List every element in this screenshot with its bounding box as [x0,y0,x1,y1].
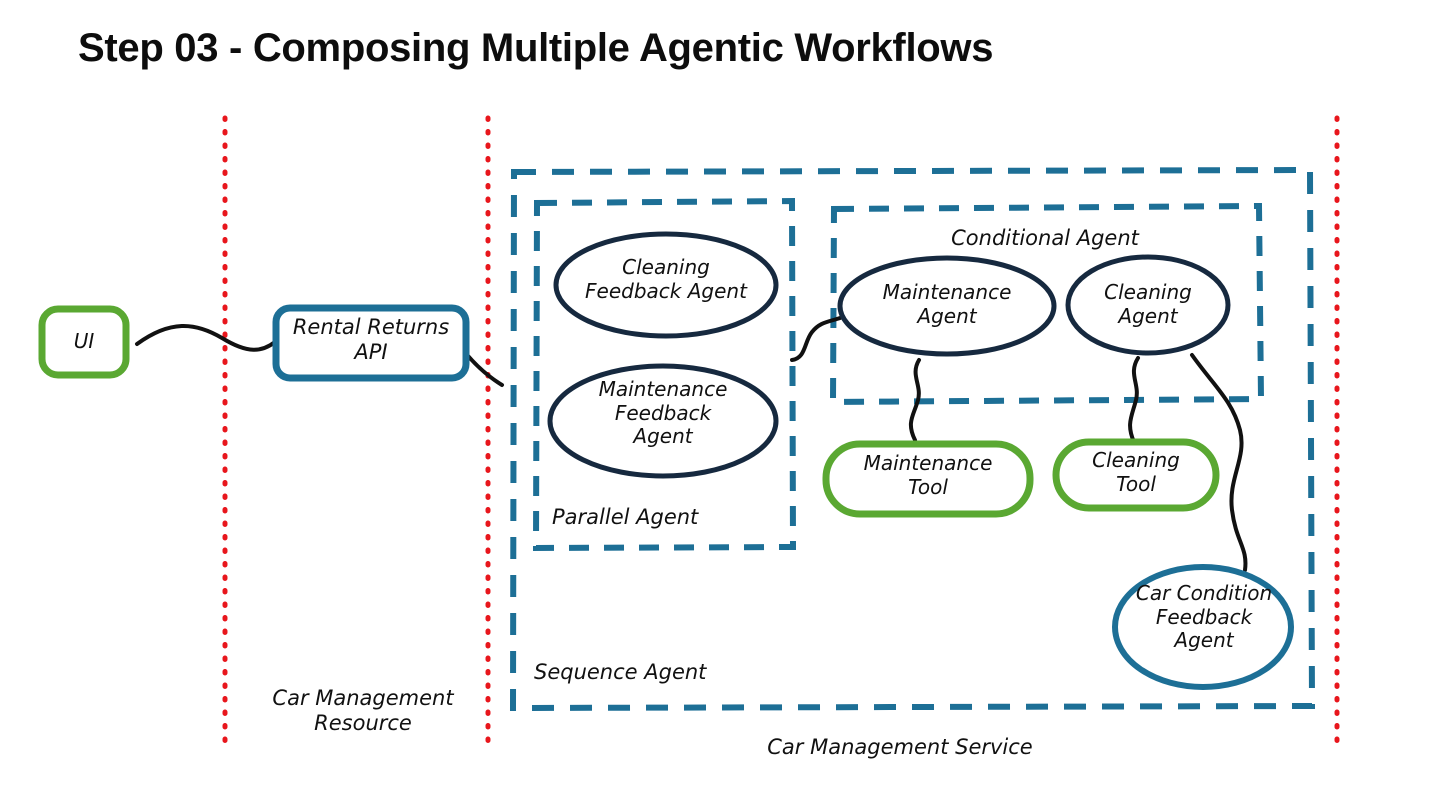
maintenance-feedback-agent-shape [547,363,779,479]
conditional-agent-label: Conditional Agent [951,226,1139,250]
node-ui[interactable] [38,305,130,379]
cleaning-tool-shape [1052,438,1220,512]
sequence-agent-border [509,166,1316,712]
cleaning-agent-shape [1065,254,1231,356]
car-management-resource-label: Car Management Resource [272,686,454,736]
connector-cleaning-agent-to-cleaning-tool [1128,356,1140,444]
boundary-dividers [222,115,1340,745]
cleaning-feedback-agent-shape [553,231,779,339]
ui-shape [38,305,130,379]
car-condition-feedback-agent-shape [1112,564,1294,690]
connector-maintenance-agent-to-maintenance-tool [908,358,921,442]
node-cleaning-tool[interactable] [1052,438,1220,512]
rental-returns-api-shape [272,304,470,382]
connector-cleaning-agent-to-car-condition-feedback-agent [1190,353,1248,572]
maintenance-tool-shape [822,440,1034,518]
parallel-agent-label: Parallel Agent [552,505,699,529]
zone-conditional-agent[interactable] [829,202,1265,406]
maintenance-agent-shape [837,255,1057,357]
conditional-agent-border [829,202,1265,406]
node-maintenance-agent[interactable] [837,255,1057,357]
connector-ui-to-rental-returns-api [135,324,277,352]
sequence-agent-label: Sequence Agent [534,660,707,684]
node-cleaning-feedback-agent[interactable] [553,231,779,339]
node-maintenance-tool[interactable] [822,440,1034,518]
zone-sequence-agent[interactable] [509,166,1316,712]
connector-parallel-agent-to-maintenance-agent [790,316,842,362]
node-cleaning-agent[interactable] [1065,254,1231,356]
parallel-agent-border [532,197,797,552]
car-management-service-label: Car Management Service [767,735,1033,759]
node-rental-returns-api[interactable] [272,304,470,382]
zone-parallel-agent[interactable] [532,197,797,552]
node-maintenance-feedback-agent[interactable] [547,363,779,479]
node-car-condition-feedback-agent[interactable] [1112,564,1294,690]
page-title: Step 03 - Composing Multiple Agentic Wor… [78,26,994,70]
